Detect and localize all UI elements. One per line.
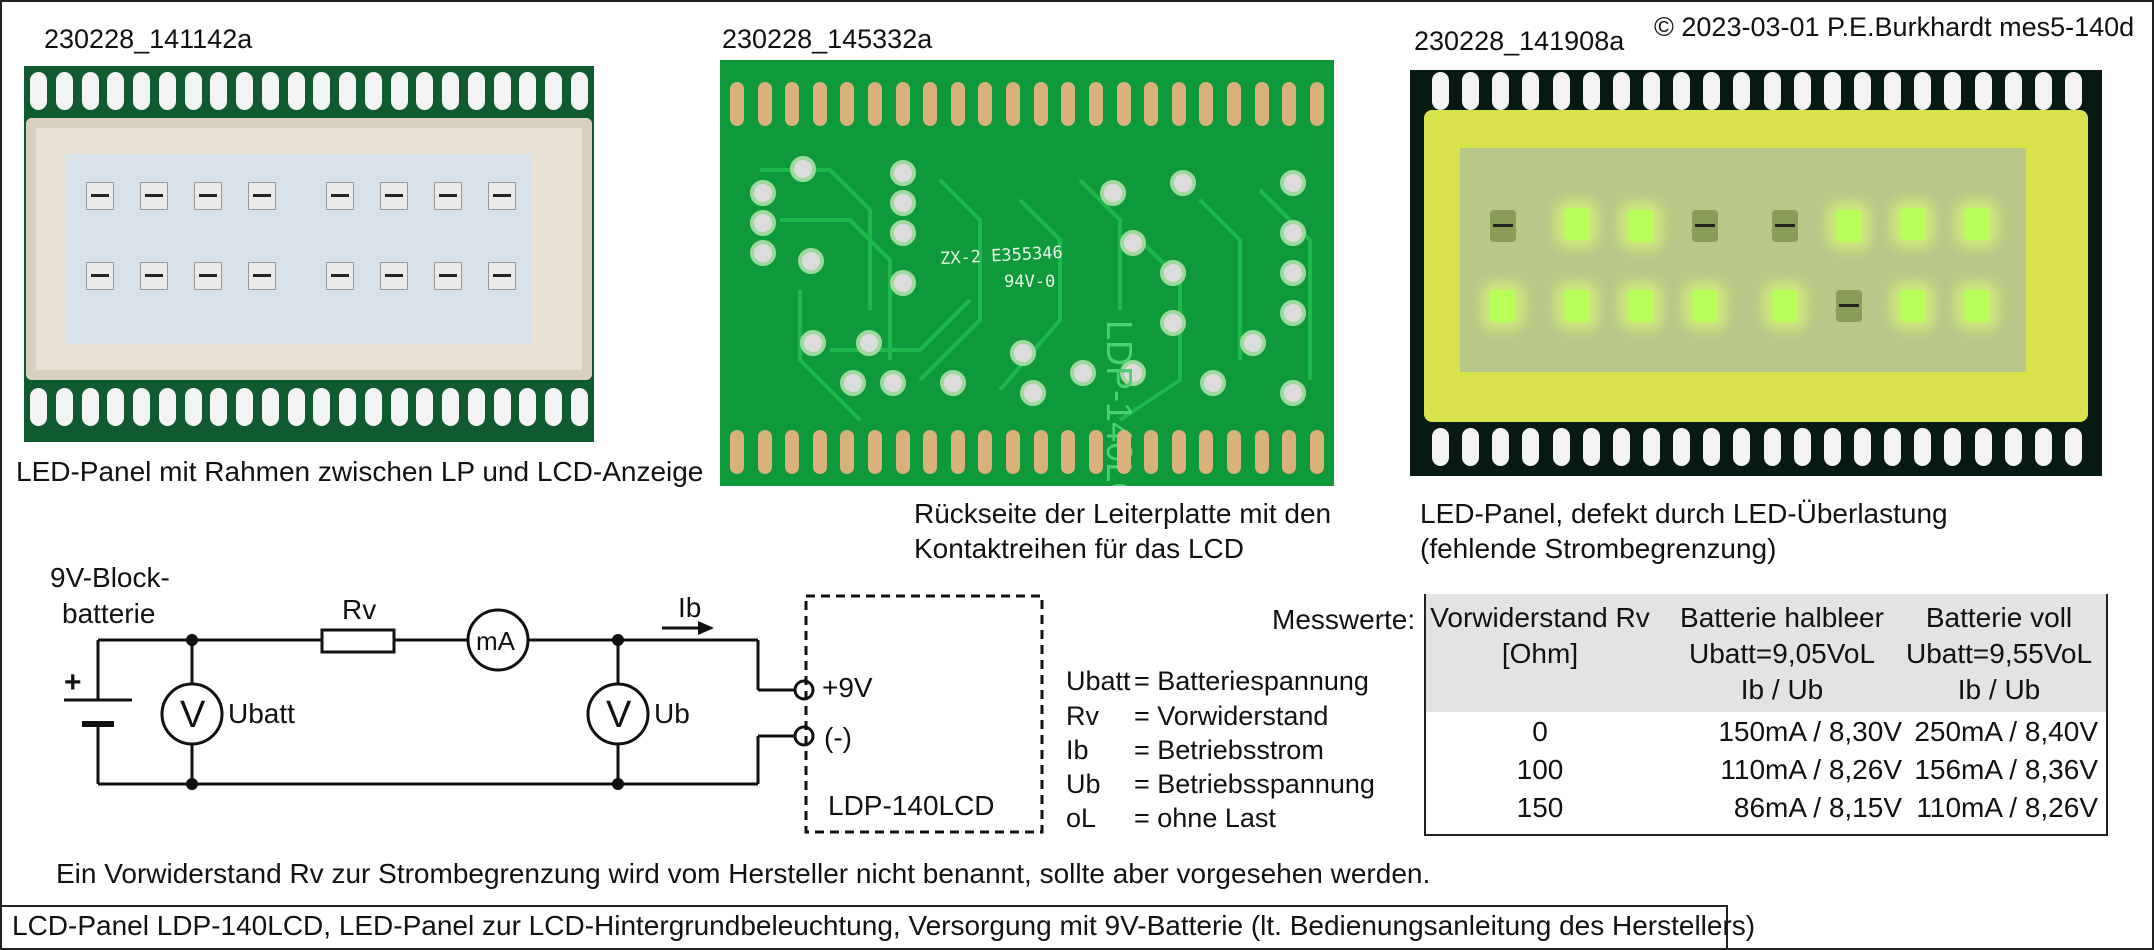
- table-cell: 0: [1532, 716, 1548, 747]
- col-header-full-line2: Ubatt=9,55VoL: [1905, 638, 2093, 669]
- legend-sym-ub: Ub: [1066, 769, 1101, 799]
- photo-led-panel-defect: [1410, 70, 2102, 476]
- current-ib-label: Ib: [678, 592, 702, 623]
- voltmeter-1-symbol: V: [180, 694, 206, 736]
- legend-desc-ol: = ohne Last: [1134, 803, 1276, 833]
- battery-label-line2: batterie: [62, 598, 156, 629]
- legend-desc-ub: = Betriebsspannung: [1134, 769, 1375, 799]
- table-cell: 150mA / 8,30V: [1718, 716, 1902, 747]
- pcb-flammability: 94V-0: [1004, 272, 1056, 292]
- measurement-table: [1424, 594, 2108, 836]
- col-header-half-line1: Batterie halbleer: [1680, 602, 1884, 633]
- copyright-text: © 2023-03-01 P.E.Burkhardt mes5-140d: [1654, 12, 2135, 42]
- photo-1-id: 230228_141142a: [44, 24, 253, 54]
- table-cell: 100: [1516, 754, 1564, 785]
- footer-box: [2, 905, 1728, 948]
- table-cell: 150: [1516, 792, 1564, 823]
- resistor-rv-label: Rv: [342, 594, 377, 625]
- photo-2-id: 230228_145332a: [722, 24, 933, 54]
- device-label: LDP-140LCD: [828, 790, 995, 821]
- note-text: Ein Vorwiderstand Rv zur Strombegrenzung…: [56, 858, 1431, 889]
- table-cell: 110mA / 8,26V: [1720, 754, 1902, 785]
- photo-led-panel-frame: [24, 66, 594, 442]
- photo-pcb-back: ZX-2 E355346 94V-0 LDP-140LCD: [720, 60, 1334, 486]
- battery-plus-sign: +: [64, 666, 82, 699]
- circuit-schematic: [64, 594, 1044, 834]
- photo-2-caption-line1: Rückseite der Leiterplatte mit den: [914, 498, 1332, 529]
- table-header: [1424, 594, 2106, 712]
- col-header-rv-line1: Vorwiderstand Rv: [1430, 602, 1650, 633]
- photo-3-caption-line2: (fehlende Strombegrenzung): [1420, 533, 1777, 564]
- legend-sym-ol: oL: [1066, 803, 1097, 833]
- table-cell: 250mA / 8,40V: [1914, 716, 2098, 747]
- col-header-half-line2: Ubatt=9,05VoL: [1688, 638, 1876, 669]
- table-cell: 86mA / 8,15V: [1733, 792, 1902, 823]
- ub-label: Ub: [654, 698, 690, 729]
- battery-label-line1: 9V-Block-: [50, 562, 170, 593]
- col-header-half-line3: Ib / Ub: [1740, 674, 1824, 705]
- legend-sym-ubatt: Ubatt: [1066, 666, 1131, 696]
- table-cell: 156mA / 8,36V: [1914, 754, 2098, 785]
- legend-sym-rv: Rv: [1066, 701, 1099, 731]
- footer-caption: LCD-Panel LDP-140LCD, LED-Panel zur LCD-…: [12, 910, 1756, 941]
- terminal-plus-9v: +9V: [822, 672, 873, 703]
- legend-sym-ib: Ib: [1066, 735, 1089, 765]
- legend-desc-ubatt: = Batteriespannung: [1134, 666, 1369, 696]
- milliammeter-symbol: mA: [476, 626, 515, 656]
- photo-3-caption-line1: LED-Panel, defekt durch LED-Überlastung: [1420, 498, 1948, 529]
- col-header-full-line3: Ib / Ub: [1957, 674, 2041, 705]
- legend-desc-rv: = Vorwiderstand: [1134, 701, 1329, 731]
- photo-3-id: 230228_141908a: [1414, 26, 1625, 56]
- ubatt-label: Ubatt: [228, 698, 295, 729]
- col-header-full-line1: Batterie voll: [1925, 602, 2073, 633]
- voltmeter-2-symbol: V: [606, 694, 632, 736]
- terminal-minus: (-): [824, 722, 852, 753]
- table-label: Messwerte:: [1272, 604, 1416, 635]
- col-header-rv-line2: [Ohm]: [1501, 638, 1579, 669]
- photo-2-caption-line2: Kontaktreihen für das LCD: [914, 533, 1244, 564]
- legend-desc-ib: = Betriebsstrom: [1134, 735, 1324, 765]
- table-cell: 110mA / 8,26V: [1916, 792, 2098, 823]
- photo-1-caption: LED-Panel mit Rahmen zwischen LP und LCD…: [16, 456, 704, 487]
